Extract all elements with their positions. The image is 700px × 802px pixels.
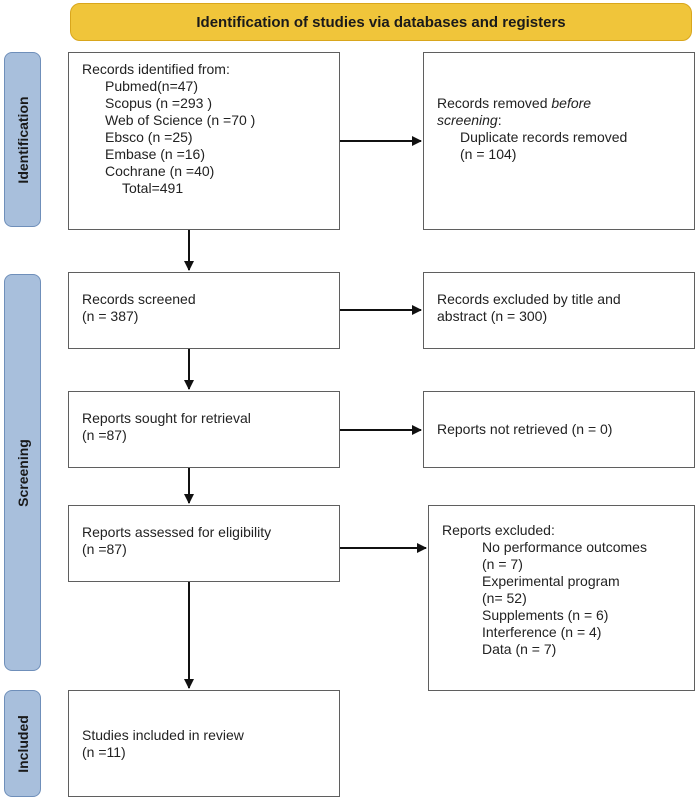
records-removed-box: Records removed before screening: Duplic…: [423, 52, 695, 230]
studies-included-count: (n =11): [82, 744, 126, 760]
source-item: Pubmed(n=47): [105, 78, 199, 94]
reports-excluded-title: Reports excluded:: [442, 522, 555, 538]
reports-not-retrieved-text: Reports not retrieved (n = 0): [437, 421, 613, 437]
source-item: Embase (n =16): [105, 146, 205, 162]
source-item: Web of Science (n =70 ): [105, 112, 256, 128]
exclusion-reason: Data (n = 7): [482, 641, 557, 657]
exclusion-reason: Interference (n = 4): [482, 624, 602, 640]
records-screened-title: Records screened: [82, 291, 196, 307]
studies-included-box: Studies included in review (n =11): [68, 690, 340, 797]
reports-eligibility-title: Reports assessed for eligibility: [82, 524, 272, 540]
records-identified-title: Records identified from:: [82, 61, 230, 77]
phase-identification: Identification: [4, 52, 41, 227]
exclusion-reason: Experimental program: [482, 573, 620, 589]
reports-not-retrieved-box: Reports not retrieved (n = 0): [423, 391, 695, 468]
records-excluded-line2: abstract (n = 300): [437, 308, 548, 324]
records-identified-box: Records identified from: Pubmed(n=47) Sc…: [68, 52, 340, 230]
reports-eligibility-box: Reports assessed for eligibility (n =87): [68, 505, 340, 582]
reports-retrieval-title: Reports sought for retrieval: [82, 410, 251, 426]
phase-included: Included: [4, 690, 41, 797]
phase-screening: Screening: [4, 274, 41, 671]
records-screened-box: Records screened (n = 387): [68, 272, 340, 349]
duplicate-records-label: Duplicate records removed: [460, 129, 628, 145]
exclusion-reason: (n = 7): [482, 556, 523, 572]
source-item: Scopus (n =293 ): [105, 95, 213, 111]
exclusion-reason: No performance outcomes: [482, 539, 647, 555]
records-screened-count: (n = 387): [82, 308, 139, 324]
reports-retrieval-count: (n =87): [82, 427, 127, 443]
reports-excluded-box: Reports excluded: No performance outcome…: [428, 505, 695, 691]
source-item: Cochrane (n =40): [105, 163, 215, 179]
header-title: Identification of studies via databases …: [196, 13, 566, 31]
studies-included-title: Studies included in review: [82, 727, 244, 743]
exclusion-reason: (n= 52): [482, 590, 527, 606]
records-total: Total=491: [122, 180, 184, 196]
source-item: Ebsco (n =25): [105, 129, 193, 145]
records-removed-line1: Records removed before: [437, 95, 592, 111]
records-excluded-box: Records excluded by title and abstract (…: [423, 272, 695, 349]
records-excluded-line1: Records excluded by title and: [437, 291, 621, 307]
reports-eligibility-count: (n =87): [82, 541, 127, 557]
diagram-header: Identification of studies via databases …: [70, 3, 692, 41]
reports-retrieval-box: Reports sought for retrieval (n =87): [68, 391, 340, 468]
duplicate-records-count: (n = 104): [460, 146, 517, 162]
records-removed-line2: screening:: [437, 112, 502, 128]
exclusion-reason: Supplements (n = 6): [482, 607, 609, 623]
